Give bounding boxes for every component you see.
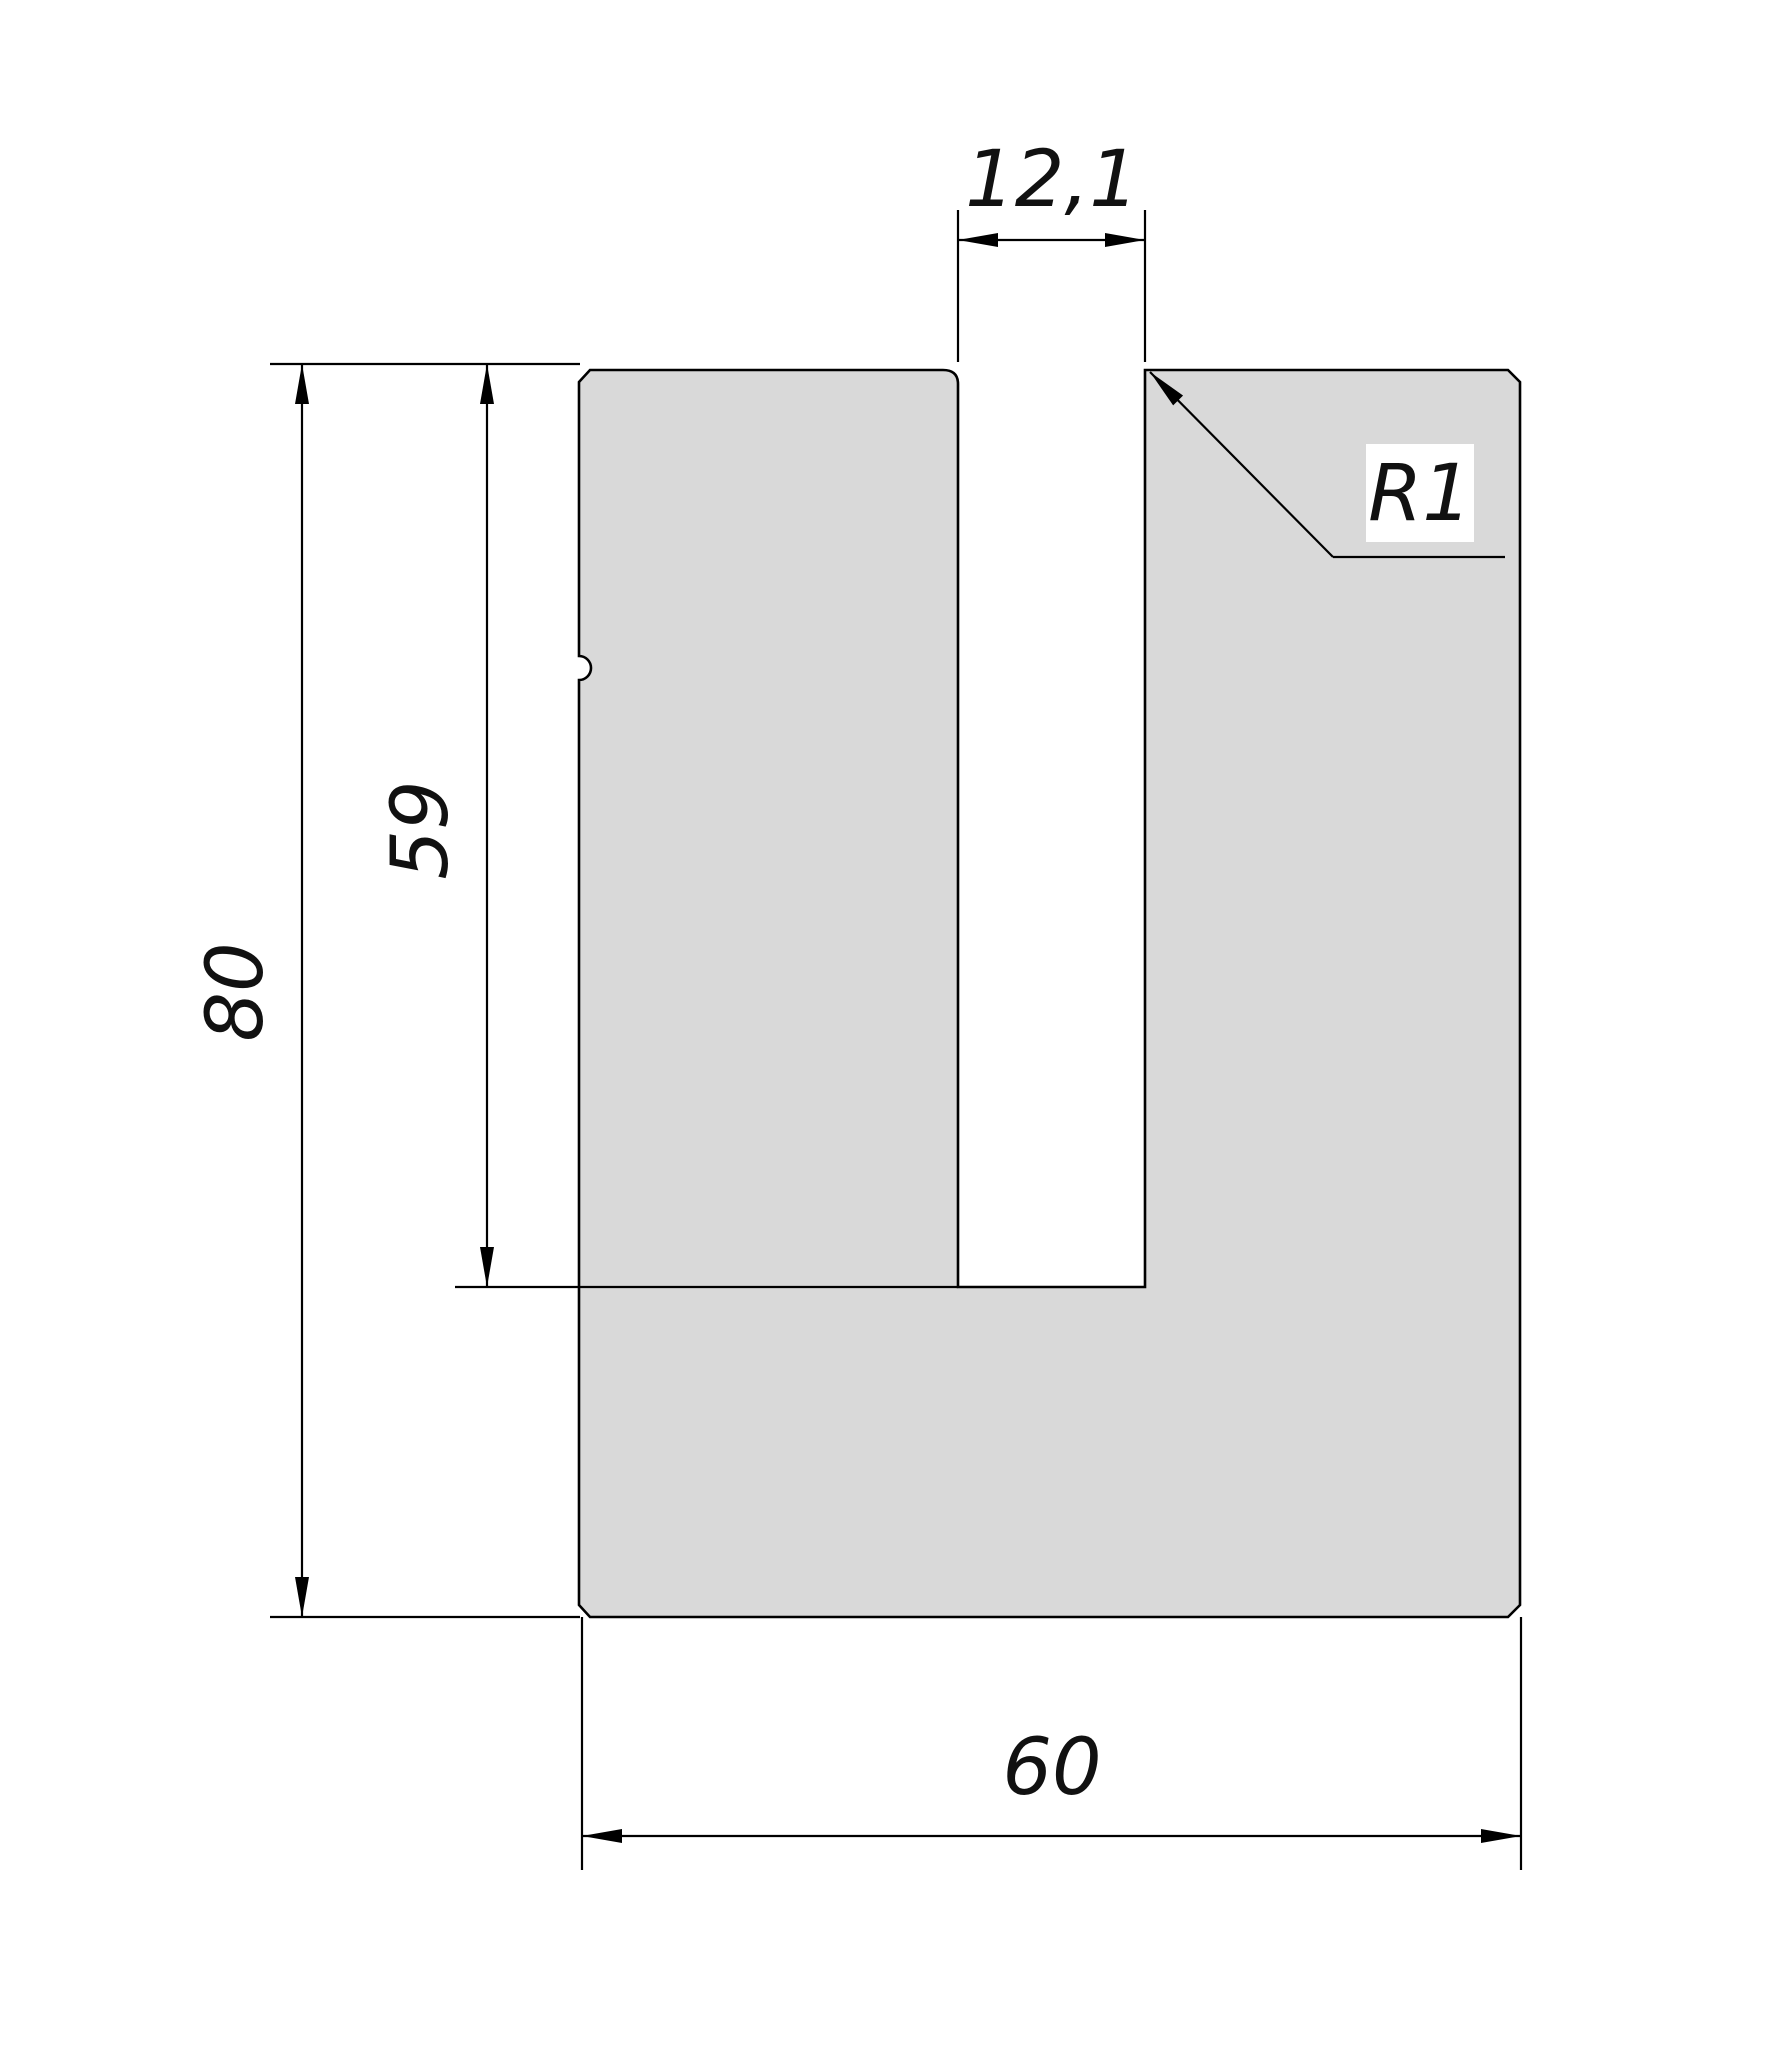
- slot-depth-label: 59: [376, 780, 466, 879]
- slot-width-label: 12,1: [965, 135, 1139, 225]
- slot-width-dimension: 12,1: [956, 135, 1147, 362]
- slot-depth-dimension: 59: [376, 364, 958, 1289]
- die-profile: [577, 368, 1522, 1619]
- overall-height-dimension: 80: [191, 362, 580, 1619]
- overall-height-label: 80: [191, 942, 281, 1041]
- radius-label: R1: [1368, 449, 1472, 539]
- radius-leader-line: [1149, 371, 1334, 558]
- overall-width-dimension: 60: [580, 1617, 1523, 1870]
- radius-label-background: [1366, 444, 1474, 542]
- radius-callout: R1: [1149, 371, 1505, 559]
- overall-width-label: 60: [1002, 1723, 1101, 1813]
